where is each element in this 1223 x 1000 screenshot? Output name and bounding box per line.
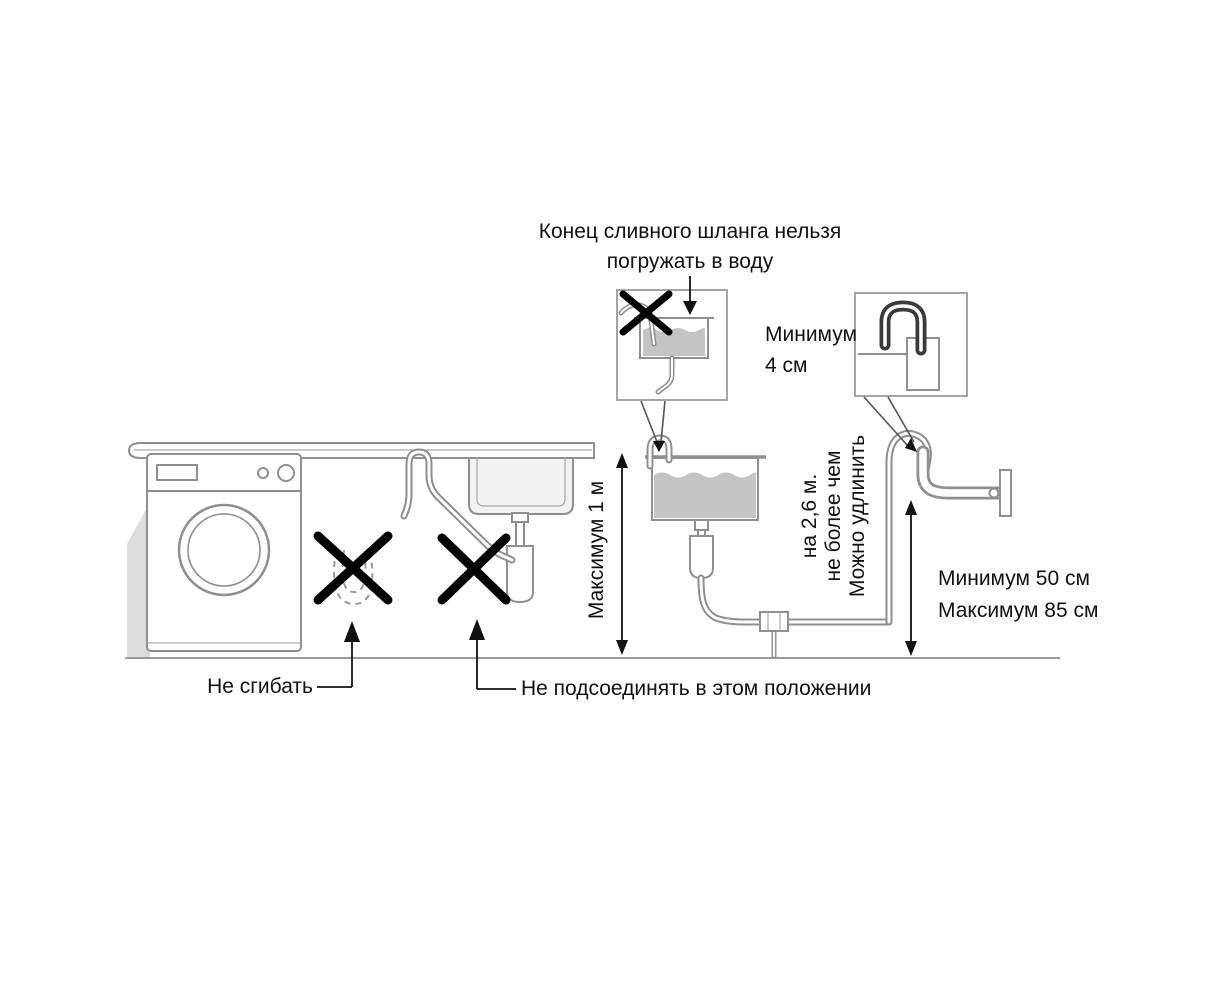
machine-door bbox=[177, 503, 271, 597]
wall-siphon bbox=[916, 445, 1012, 517]
prohibition-x-icon bbox=[619, 290, 673, 336]
prohibition-x-connect-icon bbox=[437, 533, 511, 605]
bent-hose-dashed bbox=[333, 549, 374, 606]
max-85cm-label: Максимум 85 см bbox=[938, 599, 1098, 622]
extension-line1: Можно удлинить bbox=[846, 435, 869, 597]
arrow-up-icon bbox=[905, 500, 917, 515]
hose-coupling bbox=[759, 611, 789, 632]
arrow-up-icon bbox=[344, 621, 360, 642]
machine-knob-small bbox=[257, 467, 269, 479]
middle-sink-trap-bottle bbox=[689, 535, 714, 580]
min-50cm-label: Минимум 50 см bbox=[938, 567, 1090, 590]
min-4cm-line2: 4 см bbox=[765, 354, 807, 377]
do-not-bend-callout: Не сгибать bbox=[207, 621, 360, 698]
floor bbox=[125, 502, 1060, 659]
min-4cm-line1: Минимум bbox=[765, 323, 857, 346]
prohibition-x-bend-icon bbox=[313, 531, 393, 605]
extension-line2: не более чем bbox=[822, 451, 845, 582]
arrow-up-icon bbox=[616, 453, 628, 468]
extension-line3: на 2,6 м. bbox=[798, 474, 821, 558]
do-not-connect-callout: Не подсоединять в этом положении bbox=[469, 619, 871, 700]
washing-machine bbox=[146, 453, 302, 652]
machine-knob-large bbox=[277, 464, 295, 482]
sink-water bbox=[654, 472, 757, 518]
callout-arrow-icon bbox=[653, 441, 665, 452]
min-4cm-note: Минимум 4 см bbox=[765, 323, 857, 377]
drain-hose-loop bbox=[400, 448, 516, 564]
top-note-line2: погружать в воду bbox=[607, 250, 774, 273]
left-sink-trap-bottle bbox=[506, 545, 534, 604]
arrow-up-icon bbox=[469, 619, 485, 640]
left-sink-drain bbox=[511, 512, 529, 523]
arrow-down-icon bbox=[616, 640, 628, 655]
arrow-down-icon bbox=[905, 641, 917, 656]
do-not-bend-label: Не сгибать bbox=[207, 675, 313, 698]
top-note-line1: Конец сливного шланга нельзя bbox=[539, 220, 842, 243]
top-note: Конец сливного шланга нельзя погружать в… bbox=[539, 220, 842, 315]
max-1m-measure: Максимум 1 м bbox=[585, 453, 628, 655]
middle-sink-drain bbox=[694, 519, 709, 531]
inset-hook-detail bbox=[854, 292, 968, 452]
inset-sink-water bbox=[643, 328, 706, 356]
machine-display bbox=[156, 464, 198, 481]
extension-note: Можно удлинить не более чем на 2,6 м. bbox=[798, 435, 869, 597]
max-1m-label: Максимум 1 м bbox=[585, 481, 608, 619]
do-not-connect-label: Не подсоединять в этом положении bbox=[521, 677, 871, 700]
callout-arrow-icon bbox=[905, 438, 917, 452]
wall-shadow bbox=[127, 502, 150, 658]
wall-flange bbox=[999, 469, 1012, 517]
standpipe-height-measure: Минимум 50 см Максимум 85 см bbox=[905, 500, 1098, 656]
arrow-down-icon bbox=[683, 301, 697, 315]
inset-submerged-hose bbox=[616, 289, 728, 452]
middle-sink bbox=[645, 434, 766, 580]
